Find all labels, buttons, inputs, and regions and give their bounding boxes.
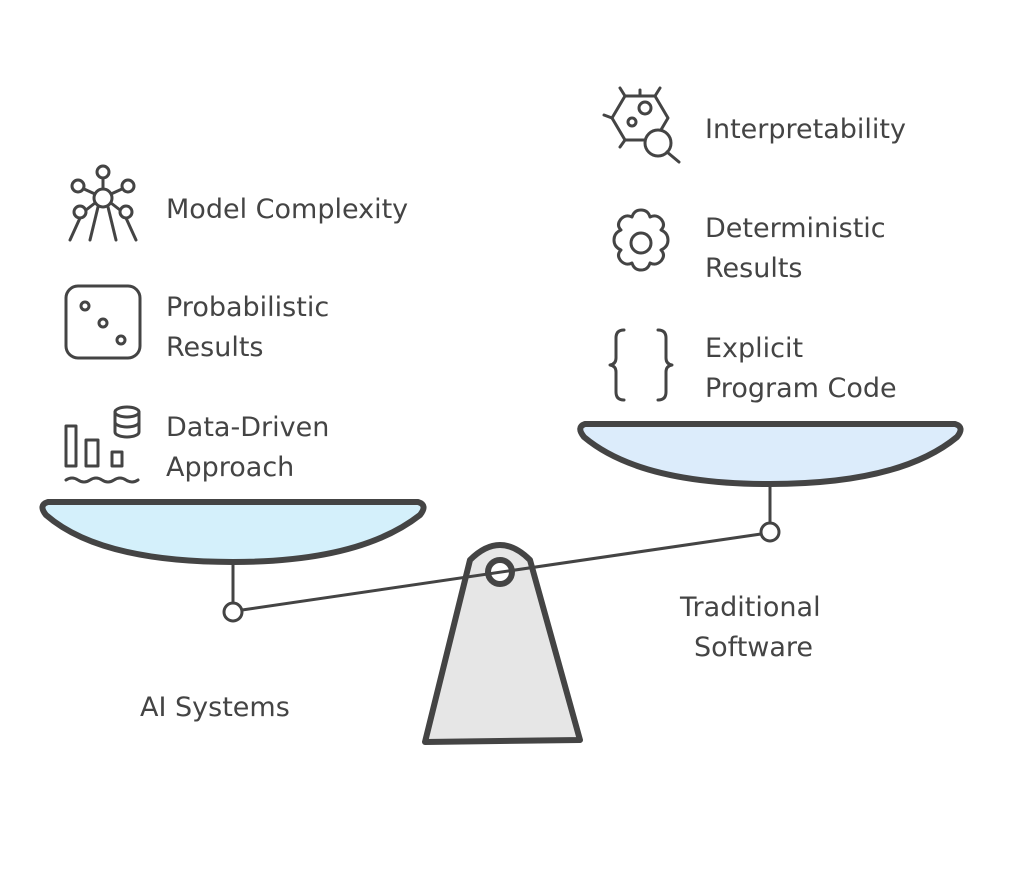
beam: [241, 532, 762, 612]
label-ai-systems: AI Systems: [140, 692, 290, 723]
fulcrum: [422, 542, 583, 745]
label-interpretability: Interpretability: [705, 114, 906, 145]
label-model-complexity: Model Complexity: [166, 194, 408, 225]
left-pan: [39, 499, 427, 565]
label-data-driven: Data-Driven: [166, 412, 329, 443]
label-approach: Approach: [166, 452, 294, 483]
dice-icon: [64, 284, 142, 360]
label-deterministic-results: Results: [705, 253, 803, 284]
network-atom-icon: [68, 164, 138, 242]
gear-icon: [612, 208, 670, 272]
data-chart-database-icon: [64, 405, 141, 484]
right-pan: [577, 421, 964, 487]
label-explicit: Explicit: [705, 333, 803, 364]
label-traditional: Traditional: [679, 592, 821, 623]
right-hinge: [759, 521, 781, 543]
label-software: Software: [694, 632, 813, 663]
label-probabilistic: Probabilistic: [166, 292, 329, 323]
label-probabilistic-results: Results: [166, 332, 264, 363]
left-hinge: [222, 601, 244, 623]
label-program-code: Program Code: [705, 373, 897, 404]
bug-magnifier-icon: [602, 86, 681, 164]
label-deterministic: Deterministic: [705, 213, 886, 244]
curly-braces-icon: [608, 328, 674, 402]
